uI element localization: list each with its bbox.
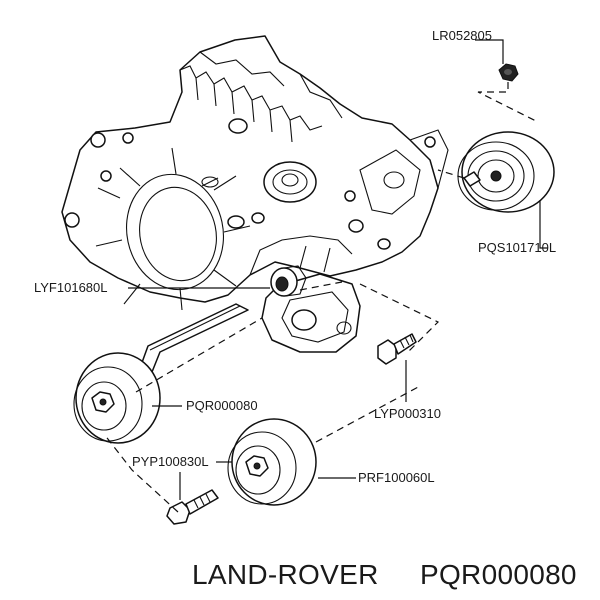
lyf101680l-spacer <box>270 265 307 297</box>
label-pyp100830l: PYP100830L <box>132 454 209 469</box>
label-pqr000080: PQR000080 <box>186 398 258 413</box>
pqr000080-idler-pulley <box>73 352 161 444</box>
alignment-lines <box>103 82 539 513</box>
label-pqs101710l: PQS101710L <box>478 240 556 255</box>
pqs101710l-tensioner-pulley <box>457 131 555 213</box>
footer-part-number: PQR000080 <box>420 559 577 590</box>
footer-brand: LAND-ROVER <box>192 559 379 590</box>
pyp100830l-bolt <box>166 489 219 525</box>
label-lr052805: LR052805 <box>432 28 492 43</box>
label-lyf101680l: LYF101680L <box>34 280 108 295</box>
label-lyp000310: LYP000310 <box>374 406 441 421</box>
lr052805-nut <box>498 63 519 82</box>
engine-front-cover <box>61 35 449 311</box>
prf100060l-pulley <box>227 418 317 506</box>
label-prf100060l: PRF100060L <box>358 470 435 485</box>
lyp000310-bolt <box>377 333 417 365</box>
leader-lines <box>128 39 548 500</box>
